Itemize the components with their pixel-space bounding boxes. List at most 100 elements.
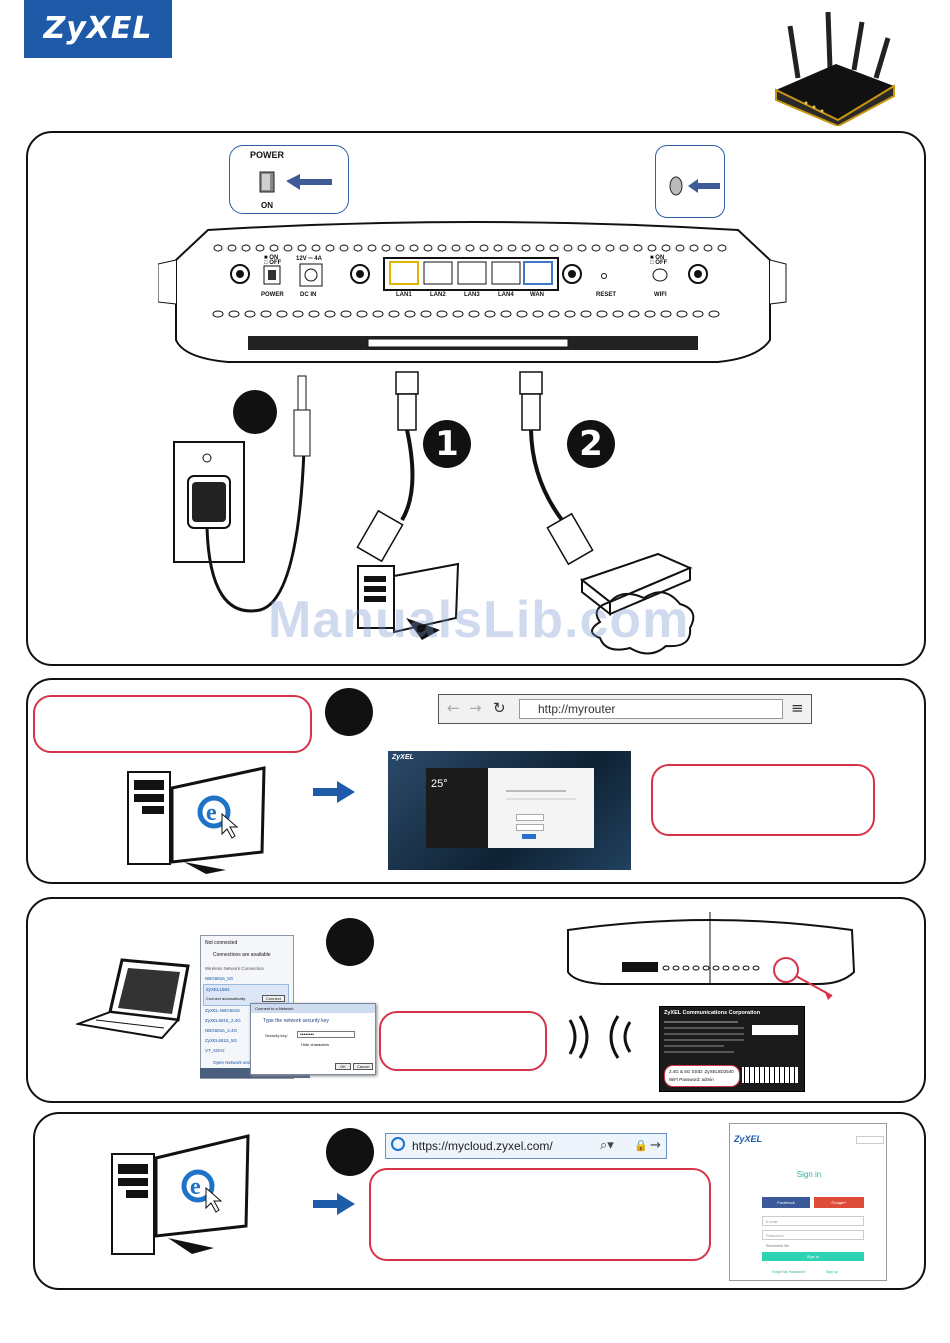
forward-icon[interactable]: → [469, 699, 482, 717]
login-logo: ZyXEL [392, 754, 414, 761]
power-step-circle [233, 390, 277, 434]
svg-text:e: e [190, 1174, 201, 1200]
desktop-computer-ie-2: e [111, 1134, 250, 1255]
label-ssid: 2.4G & 5G SSID: ZyXEL8D2540 [669, 1069, 734, 1074]
language-select[interactable] [516, 814, 544, 821]
label-password: WiFi Password: admin [669, 1077, 714, 1082]
back-icon[interactable]: ← [447, 699, 460, 717]
connection-diagram [173, 371, 695, 655]
connect-button[interactable]: Connect [262, 995, 285, 1002]
security-key-dialog: Connect to a Network Type the network se… [250, 1003, 376, 1075]
step-5-circle [326, 1128, 374, 1176]
google-button[interactable]: Google+ [814, 1197, 864, 1208]
port-label-lan4: LAN4 [498, 292, 514, 298]
svg-text:■ ON: ■ ON [650, 255, 664, 261]
port-label-wan: WAN [530, 292, 544, 298]
desktop-computer-ie: e [127, 766, 266, 874]
wireless-signal-icon [568, 1015, 632, 1059]
wifi-network-item[interactable]: ZyXEL6815_5G [205, 1038, 238, 1043]
forgot-password-link[interactable]: Forget My Password? [772, 1270, 807, 1274]
ie-icon [391, 1137, 405, 1151]
browser-address-bar[interactable]: ← → ↻ http://myrouter ≡ [438, 694, 812, 724]
svg-text:□ OFF: □ OFF [264, 260, 282, 266]
language-dropdown[interactable] [856, 1136, 884, 1144]
device-label-sticker: ZyXEL Communications Corporation 2.4G & … [659, 1006, 805, 1092]
cancel-button[interactable]: Cancel [353, 1063, 374, 1070]
dialog-prompt: Type the network security key [263, 1018, 329, 1024]
wifi-button-callout [655, 145, 725, 218]
svg-text:■ ON: ■ ON [264, 255, 278, 261]
cloud-url-text[interactable]: https://mycloud.zyxel.com/ [412, 1139, 553, 1153]
router-product-image [775, 11, 895, 126]
step-2-badge: 2 [567, 420, 615, 468]
port-label-dcin: DC IN [300, 292, 316, 298]
network-sharing-link[interactable]: Open Network and Sharing Center [213, 1060, 283, 1065]
power-button-icon [259, 171, 332, 193]
wifi-network-item[interactable]: NBG6816_2.4G [205, 1028, 238, 1033]
on-label: ON [261, 201, 273, 210]
step-1-badge: 1 [423, 420, 471, 468]
facebook-button[interactable]: Facebook [762, 1197, 810, 1208]
signin-title: Sign in [796, 1170, 822, 1179]
search-icon[interactable]: ⌕▾ [600, 1138, 614, 1153]
svg-text:e: e [206, 800, 217, 826]
port-label-reset: RESET [596, 292, 616, 298]
wifi-network-item[interactable]: NBG6816_5G [205, 976, 234, 981]
signin-button[interactable]: Sign In [762, 1252, 864, 1261]
note-box-cloud [369, 1168, 711, 1261]
hardware-connection-panel [26, 131, 926, 666]
temperature-text: 25° [431, 778, 448, 790]
router-bottom-view [567, 912, 856, 1000]
svg-text:□ OFF: □ OFF [650, 260, 668, 266]
security-key-label: Security key: [265, 1033, 288, 1038]
remember-me-checkbox[interactable]: Remember Me [766, 1244, 790, 1248]
mycloud-signin-screenshot: ZyXEL Sign in Facebook Google+ E-mail Pa… [729, 1123, 887, 1281]
port-label-wifi: WIFI [654, 292, 667, 298]
ok-button[interactable]: OK [335, 1063, 351, 1070]
wifi-network-item[interactable]: ZyXEL-NBG6816 [205, 1008, 240, 1013]
power-label: POWER [250, 150, 285, 160]
port-label-lan1: LAN1 [396, 292, 412, 298]
lock-icon: 🔒 [634, 1139, 648, 1152]
url-input[interactable]: http://myrouter [519, 699, 783, 719]
port-label-lan3: LAN3 [464, 292, 480, 298]
wifi-selected-network[interactable]: ZyXEL1984 Connect automatically Connect [203, 984, 289, 1006]
note-box-wifi [379, 1011, 547, 1071]
zyxel-logo: ZyXEL [24, 0, 172, 58]
label-company: ZyXEL Communications Corporation [664, 1010, 761, 1016]
connect-auto-checkbox[interactable]: Connect automatically [206, 996, 246, 1001]
laptop-icon [76, 958, 190, 1040]
login-button[interactable] [522, 834, 536, 839]
wifi-network-item[interactable]: ZyXEL1984 [206, 987, 230, 992]
wifi-group: Wireless Network Connection [205, 966, 265, 971]
hide-characters-checkbox[interactable]: Hide characters [301, 1042, 330, 1047]
password-field[interactable]: Password [762, 1230, 864, 1240]
wifi-button-icon [669, 176, 720, 196]
note-box-right [651, 764, 875, 836]
router-rear-panel: ■ ON □ OFF 12V ═ 4A ■ ON □ OFF POWER DC … [158, 221, 787, 363]
password-field[interactable] [516, 824, 544, 831]
wifi-network-item[interactable]: ZyXEL6815_2.4G [205, 1018, 241, 1023]
step-4-circle [326, 918, 374, 966]
router-login-screenshot: ZyXEL 25° [388, 751, 631, 870]
step-3-circle [325, 688, 373, 736]
wifi-network-item[interactable]: VT_5GHz [205, 1048, 225, 1053]
cloud-url-bar[interactable]: https://mycloud.zyxel.com/ ⌕▾ 🔒 → [385, 1133, 667, 1159]
port-label-power: POWER [261, 292, 284, 298]
menu-icon[interactable]: ≡ [791, 699, 804, 717]
go-arrow-icon[interactable]: → [650, 1138, 661, 1153]
signup-link[interactable]: Sign up [826, 1270, 838, 1274]
arrow-right-icon [313, 1193, 355, 1215]
dialog-title: Connect to a Network [255, 1006, 294, 1011]
reload-icon[interactable]: ↻ [493, 699, 506, 717]
watermark: ManualsLib.com [268, 591, 690, 649]
label-credentials-highlight: 2.4G & 5G SSID: ZyXEL8D2540 WiFi Passwor… [664, 1065, 740, 1087]
note-box-left [33, 695, 312, 753]
login-card: 25° [426, 768, 594, 848]
wifi-available: Connections are available [213, 952, 271, 958]
security-key-input[interactable]: •••••••• [297, 1031, 355, 1038]
signin-logo: ZyXEL [734, 1134, 763, 1144]
wifi-status: Not connected [205, 940, 238, 946]
arrow-right-icon [313, 781, 355, 803]
email-field[interactable]: E-mail [762, 1216, 864, 1226]
